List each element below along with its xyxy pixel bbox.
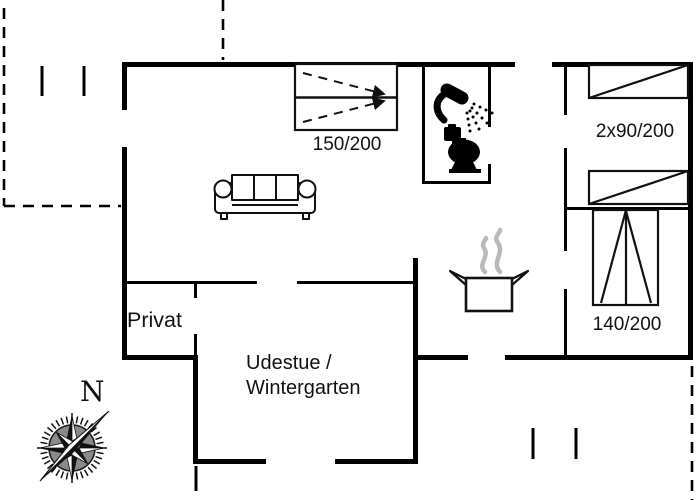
wall-bedrooms-seg1	[564, 62, 567, 115]
compass-rose-icon	[37, 410, 110, 483]
wall-udestue-left	[193, 355, 198, 464]
wall-right	[688, 62, 693, 360]
double-bed-icon	[293, 62, 399, 132]
wall-left-lower	[122, 147, 127, 360]
single-bed-icon	[587, 169, 690, 206]
wall-bathroom-right-upper	[488, 62, 491, 127]
room-label-udestue-line2: Wintergarten	[246, 377, 361, 399]
room-label-udestue-line1: Udestue /	[246, 352, 332, 374]
shower-icon	[433, 83, 494, 133]
wall-udestue-bottom-right	[335, 459, 418, 464]
hallway-kitchen-area	[493, 67, 563, 355]
toilet-icon	[444, 124, 481, 173]
bed-size-label-150-200: 150/200	[312, 134, 382, 155]
compass-north-label: N	[80, 375, 105, 408]
wall-bathroom-left	[422, 62, 425, 184]
steam-icon	[480, 227, 503, 275]
cooking-pot-icon	[448, 269, 530, 313]
wall-privat-right-lower	[194, 334, 197, 357]
wall-privat-bottom	[122, 355, 198, 360]
living-room-area	[130, 70, 410, 275]
wall-udestue-bottom-left	[193, 459, 266, 464]
wall-bottom-kitchen	[413, 355, 468, 360]
wall-bottom-right	[505, 355, 693, 360]
sofa-icon	[213, 174, 317, 220]
wall-top-left	[122, 62, 515, 67]
bed-size-label-2x90-200: 2x90/200	[595, 121, 675, 142]
wall-bedrooms-divider	[564, 207, 690, 210]
wall-bathroom-right-lower	[488, 164, 491, 184]
bed-size-label-140-200: 140/200	[592, 314, 662, 335]
wall-living-partition-left	[125, 281, 257, 284]
wall-top-right	[552, 62, 693, 67]
wall-bedrooms-seg2	[564, 148, 567, 251]
double-bed-icon	[591, 208, 660, 307]
wall-left-upper	[122, 62, 127, 110]
bathroom-area	[425, 67, 488, 181]
wall-living-partition-right	[297, 281, 415, 284]
wall-privat-right-upper	[194, 281, 197, 298]
room-label-privat: Privat	[127, 308, 182, 332]
wall-bedrooms-seg3	[564, 289, 567, 360]
single-bed-icon	[587, 63, 690, 100]
wall-udestue-right	[413, 258, 418, 464]
wall-bathroom-bottom	[422, 181, 491, 184]
